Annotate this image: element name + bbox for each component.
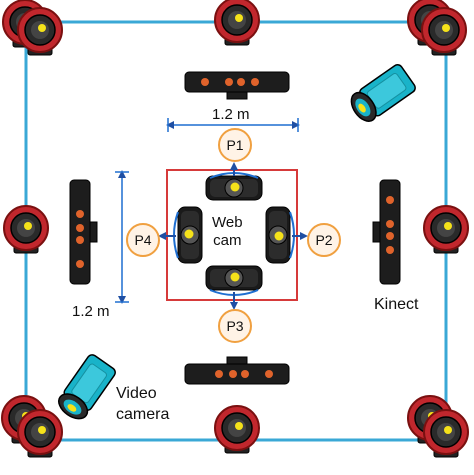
kinect-top bbox=[184, 71, 290, 100]
video-camera-bottom-left bbox=[53, 352, 118, 425]
web-cam-label: Web cam bbox=[212, 214, 243, 249]
kinect-label: Kinect bbox=[374, 296, 419, 313]
video-camera-label: Video camera bbox=[116, 385, 170, 423]
position-p2: P2 bbox=[307, 223, 341, 257]
position-p4: P4 bbox=[126, 223, 160, 257]
web-cam-bottom bbox=[205, 265, 263, 291]
bottom-center-camera bbox=[214, 405, 260, 454]
web-cam-left bbox=[177, 206, 203, 264]
left-center-camera bbox=[3, 205, 49, 254]
web-cam-right bbox=[265, 206, 291, 264]
position-p1: P1 bbox=[218, 128, 252, 162]
kinect-right bbox=[372, 179, 401, 285]
top-center-camera bbox=[214, 0, 260, 46]
kinect-left bbox=[69, 179, 98, 285]
corner-camera-bottom-right bbox=[423, 409, 469, 458]
web-cam-top bbox=[205, 175, 263, 201]
top-distance-label: 1.2 m bbox=[212, 106, 250, 123]
corner-camera-top-right bbox=[421, 7, 467, 56]
right-center-camera bbox=[423, 205, 469, 254]
corner-camera-bottom-left bbox=[17, 409, 63, 458]
left-distance-label: 1.2 m bbox=[72, 303, 110, 320]
position-p3: P3 bbox=[218, 309, 252, 343]
kinect-bottom bbox=[184, 356, 290, 385]
video-camera-top-right bbox=[345, 62, 418, 127]
